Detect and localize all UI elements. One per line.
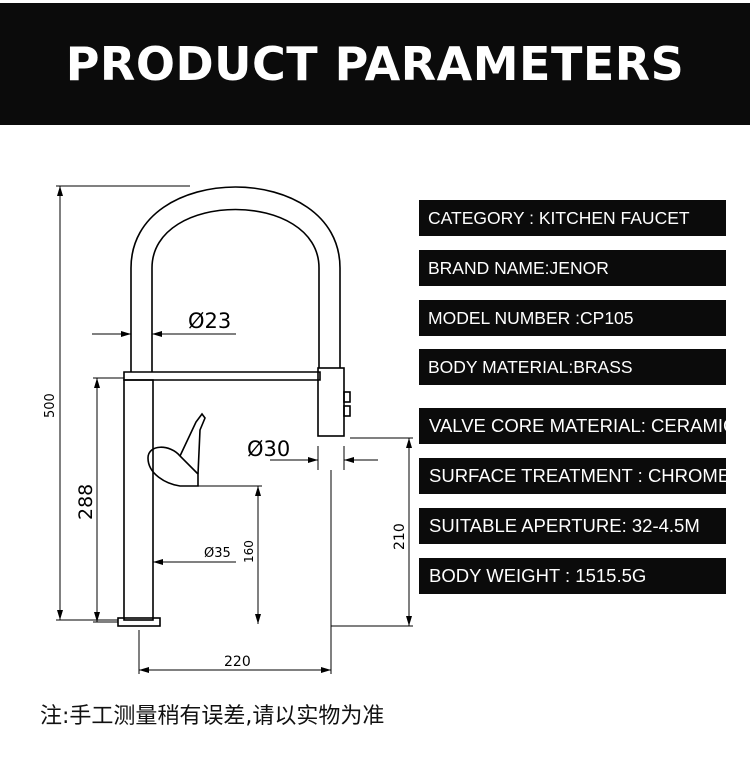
dim-spout-diameter: Ø23 [188, 309, 231, 333]
dim-outlet-height: 210 [392, 523, 408, 550]
dimension-arrows [57, 186, 412, 673]
faucet-technical-drawing: 500 Ø23 288 Ø30 Ø35 160 210 220 [43, 185, 413, 674]
spec-item-body-material: BODY MATERIAL:BRASS [419, 349, 726, 385]
dim-reach: 220 [224, 654, 251, 670]
dim-total-height: 500 [43, 393, 58, 418]
dim-handle-height: 160 [242, 540, 256, 563]
spec-item-valve-core: VALVE CORE MATERIAL: CERAMIC [419, 408, 736, 444]
header-banner: PRODUCT PARAMETERS [0, 3, 750, 125]
spec-item-model: MODEL NUMBER :CP105 [419, 300, 726, 336]
spec-item-surface: SURFACE TREATMENT : CHROME [419, 458, 730, 494]
faucet-outline [117, 186, 351, 627]
dim-outlet-diameter: Ø30 [247, 437, 290, 461]
spec-item-weight: BODY WEIGHT : 1515.5G [419, 558, 726, 594]
spec-item-aperture: SUITABLE APERTURE: 32-4.5M [419, 508, 726, 544]
page-title: PRODUCT PARAMETERS [65, 37, 685, 91]
measurement-note: 注:手工测量稍有误差,请以实物为准 [40, 704, 385, 729]
spec-item-brand: BRAND NAME:JENOR [419, 250, 726, 286]
dimension-lines [56, 185, 413, 674]
spec-item-category: CATEGORY : KITCHEN FAUCET [419, 200, 726, 236]
dim-base-diameter: Ø35 [204, 546, 231, 561]
dim-body-height: 288 [75, 484, 97, 520]
